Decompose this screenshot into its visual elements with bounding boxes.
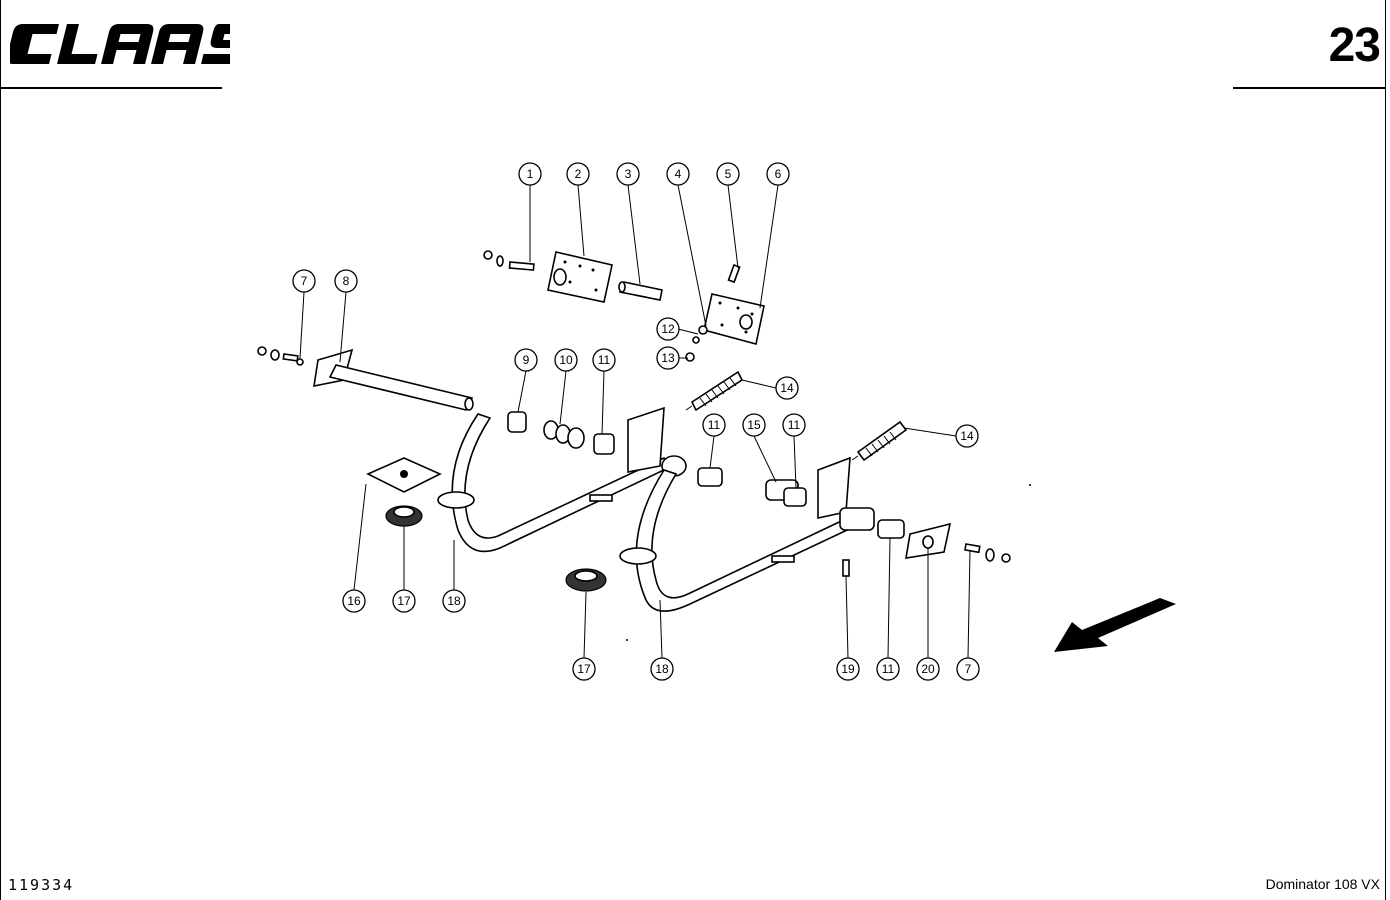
svg-text:12: 12 bbox=[661, 322, 675, 336]
callout-18-left: 18 bbox=[442, 589, 466, 613]
callout-15: 15 bbox=[742, 413, 766, 437]
callout-14-upper: 14 bbox=[775, 376, 799, 400]
grease-nipple bbox=[842, 559, 850, 577]
direction-arrow-icon bbox=[1054, 598, 1176, 652]
callout-11-top: 11 bbox=[592, 348, 616, 372]
header-rule-right bbox=[1233, 87, 1386, 89]
svg-text:15: 15 bbox=[747, 418, 761, 432]
spring-upper bbox=[685, 370, 744, 412]
svg-text:13: 13 bbox=[661, 351, 675, 365]
callout-10: 10 bbox=[554, 348, 578, 372]
svg-text:2: 2 bbox=[575, 167, 582, 181]
svg-text:18: 18 bbox=[447, 594, 461, 608]
callout-4: 4 bbox=[666, 162, 690, 186]
callout-6: 6 bbox=[766, 162, 790, 186]
shaft-with-plate bbox=[313, 348, 474, 411]
leader-lines bbox=[299, 184, 971, 659]
nut-13 bbox=[685, 352, 695, 362]
svg-text:4: 4 bbox=[675, 167, 682, 181]
svg-text:11: 11 bbox=[708, 418, 721, 432]
callout-9: 9 bbox=[514, 348, 538, 372]
callout-17-left: 17 bbox=[392, 589, 416, 613]
mounting-plate bbox=[366, 457, 442, 493]
svg-text:16: 16 bbox=[347, 594, 361, 608]
svg-text:9: 9 bbox=[523, 353, 530, 367]
bent-frame-right bbox=[619, 456, 875, 612]
callout-5: 5 bbox=[716, 162, 740, 186]
svg-text:7: 7 bbox=[301, 274, 308, 288]
svg-text:17: 17 bbox=[397, 594, 411, 608]
washer-12 bbox=[692, 336, 700, 344]
svg-text:17: 17 bbox=[577, 662, 591, 676]
pin bbox=[618, 281, 663, 301]
callout-12: 12 bbox=[656, 317, 680, 341]
bent-frame-left bbox=[437, 406, 687, 553]
svg-text:14: 14 bbox=[960, 429, 974, 443]
svg-text:7: 7 bbox=[965, 662, 972, 676]
svg-text:11: 11 bbox=[598, 353, 611, 367]
claas-logo bbox=[10, 24, 230, 64]
callout-1: 1 bbox=[518, 162, 542, 186]
callout-19: 19 bbox=[836, 657, 860, 681]
svg-text:11: 11 bbox=[882, 662, 895, 676]
callout-11-mid-left: 11 bbox=[702, 413, 726, 437]
callout-8: 8 bbox=[334, 269, 358, 293]
svg-text:20: 20 bbox=[921, 662, 935, 676]
svg-text:14: 14 bbox=[780, 381, 794, 395]
svg-text:18: 18 bbox=[655, 662, 669, 676]
svg-text:19: 19 bbox=[841, 662, 855, 676]
svg-text:5: 5 bbox=[725, 167, 732, 181]
bolt-assembly-left bbox=[257, 346, 304, 366]
drawing-number: 119334 bbox=[8, 876, 75, 894]
bushing-set-right bbox=[697, 467, 905, 539]
svg-text:3: 3 bbox=[625, 167, 632, 181]
spring-lower bbox=[851, 420, 908, 462]
callout-17-right: 17 bbox=[572, 657, 596, 681]
callout-13: 13 bbox=[656, 346, 680, 370]
callout-16: 16 bbox=[342, 589, 366, 613]
callout-14-lower: 14 bbox=[955, 424, 979, 448]
callout-11-bottom: 11 bbox=[876, 657, 900, 681]
frame-left-border bbox=[0, 0, 1, 900]
svg-text:1: 1 bbox=[527, 167, 534, 181]
plate-top-right bbox=[703, 263, 765, 345]
callouts: 1 2 3 4 5 6 7 8 9 10 11 12 13 14 14 15 1… bbox=[292, 162, 980, 681]
bolt-and-plate-top-left bbox=[483, 250, 613, 303]
bushing-set-left bbox=[507, 411, 615, 455]
callout-18-right: 18 bbox=[650, 657, 674, 681]
callout-2: 2 bbox=[566, 162, 590, 186]
svg-text:8: 8 bbox=[343, 274, 350, 288]
callout-3: 3 bbox=[616, 162, 640, 186]
callout-7-left: 7 bbox=[292, 269, 316, 293]
header-rule-left bbox=[0, 87, 222, 89]
rubber-mount-right bbox=[565, 568, 607, 592]
model-name: Dominator 108 VX bbox=[1265, 876, 1380, 892]
frame-right-border bbox=[1385, 0, 1386, 900]
rubber-mount-left bbox=[385, 505, 423, 527]
page-number: 23 bbox=[1328, 19, 1381, 72]
callout-7-right: 7 bbox=[956, 657, 980, 681]
svg-text:10: 10 bbox=[559, 353, 573, 367]
parts-drawing bbox=[257, 250, 1031, 641]
svg-text:6: 6 bbox=[775, 167, 782, 181]
svg-text:11: 11 bbox=[788, 418, 801, 432]
bolt-assembly-right bbox=[964, 543, 1011, 563]
callout-20: 20 bbox=[916, 657, 940, 681]
washer-small bbox=[698, 325, 708, 335]
callout-11-mid-right: 11 bbox=[782, 413, 806, 437]
